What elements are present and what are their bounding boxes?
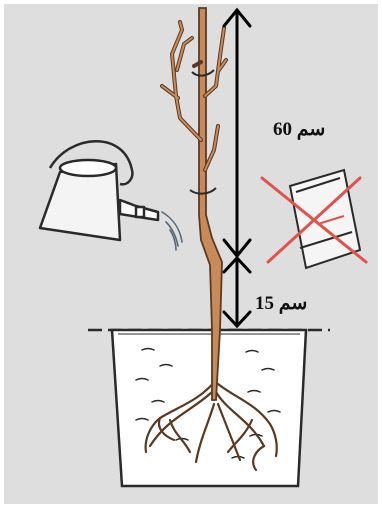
planting-pit [112, 330, 306, 486]
measurement-label-60cm: 60 سم [273, 120, 325, 139]
measurement-label-15cm: 15 سم [255, 294, 307, 313]
